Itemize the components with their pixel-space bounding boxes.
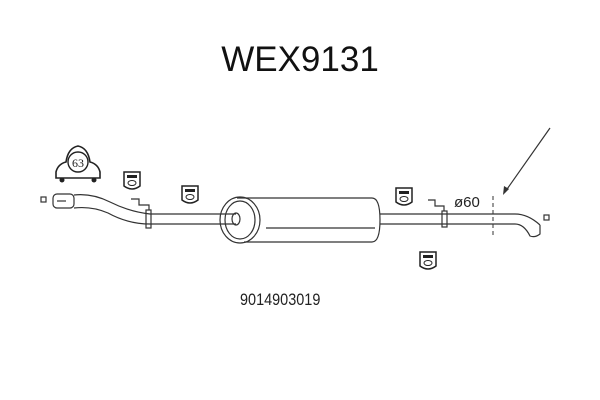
inlet-sleeve <box>52 193 75 209</box>
diameter-label: ø60 <box>454 194 480 211</box>
front-pipe <box>73 194 236 225</box>
rubber-hanger-icon <box>123 171 141 190</box>
pipe-clamp-right <box>428 199 448 228</box>
pipe-clamp-left <box>131 198 152 229</box>
rubber-hanger-icon <box>181 185 199 204</box>
rubber-hanger-icon <box>419 251 437 270</box>
clamp-size-label: 63 <box>72 156 84 170</box>
end-marker-left <box>40 196 47 203</box>
page-title: WEX9131 <box>221 40 379 79</box>
clamp-63-icon <box>55 145 101 183</box>
rubber-hanger-icon <box>395 187 413 206</box>
end-marker-right <box>543 214 550 221</box>
part-number: 9014903019 <box>240 290 321 309</box>
muffler <box>219 196 381 244</box>
rear-pipe <box>380 213 541 238</box>
cut-arrow <box>503 127 551 195</box>
